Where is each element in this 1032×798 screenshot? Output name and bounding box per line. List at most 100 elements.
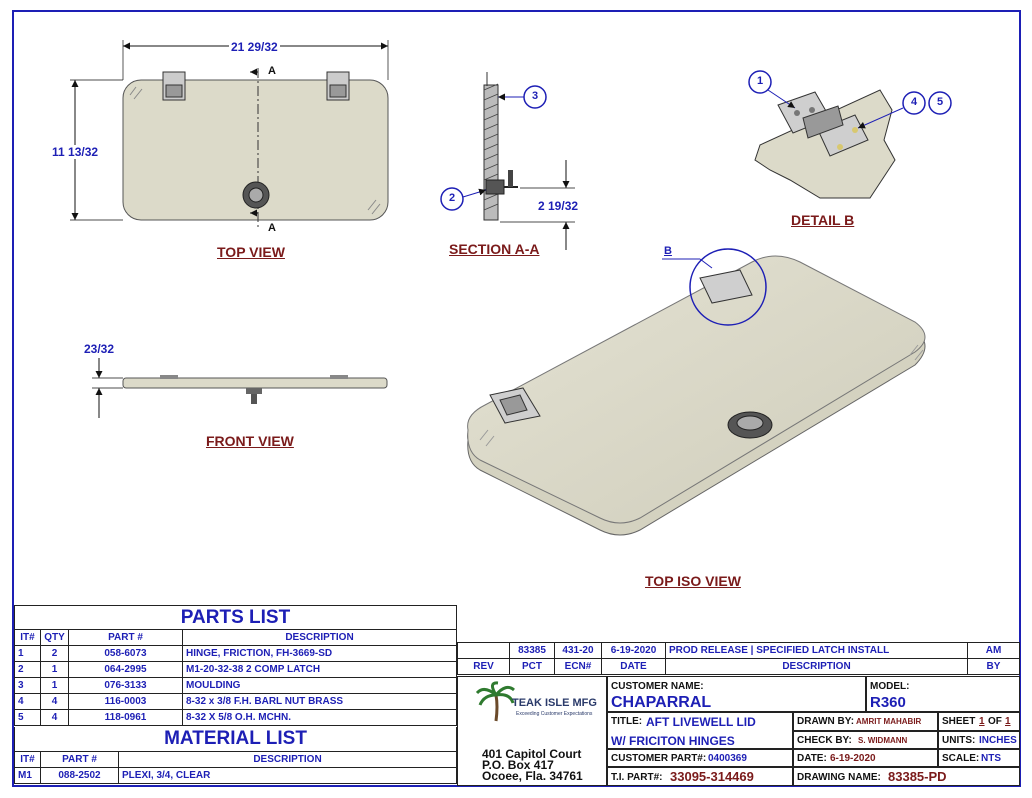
iso-view-title: TOP ISO VIEW — [645, 573, 741, 589]
customer-name-value: CHAPARRAL — [611, 694, 712, 711]
balloon-3: 3 — [532, 90, 539, 102]
table-cell: 8-32 x 3/8 F.H. BARL NUT BRASS — [182, 693, 457, 710]
thickness-dimension: 23/32 — [84, 342, 115, 356]
check-by-value: S. WIDMANN — [858, 736, 908, 745]
date-label: DATE: — [797, 753, 827, 764]
header-cell: IT# — [14, 629, 41, 646]
customer-name-label: CUSTOMER NAME: — [611, 681, 704, 692]
sheet-label: SHEET — [942, 716, 976, 727]
iso-view-drawing — [467, 248, 926, 536]
date-value: 6-19-2020 — [830, 753, 876, 764]
check-by-cell: CHECK BY: S. WIDMANN — [793, 731, 938, 749]
sheet-of: OF — [988, 716, 1002, 727]
table-cell: 4 — [14, 693, 41, 710]
table-cell: 2 — [40, 645, 69, 662]
header-cell: BY — [967, 658, 1020, 675]
header-cell: ECN# — [554, 658, 602, 675]
date-cell: DATE: 6-19-2020 — [793, 749, 938, 767]
ti-part-cell: T.I. PART#: 33095-314469 — [607, 767, 793, 786]
table-cell: AM — [967, 642, 1020, 659]
table-cell: 83385 — [509, 642, 555, 659]
units-label: UNITS: — [942, 735, 976, 746]
parts-list-title: PARTS LIST — [14, 605, 457, 629]
units-value: INCHES — [979, 735, 1017, 746]
section-view-title: SECTION A-A — [449, 241, 540, 257]
balloon-1: 1 — [757, 75, 764, 87]
drawn-by-value: AMRIT MAHABIR — [856, 717, 922, 726]
section-mark-top: A — [268, 65, 276, 77]
table-cell: 088-2502 — [40, 767, 119, 784]
address-line-1: 401 Capitol Court — [482, 747, 582, 761]
table-row: 83385 431-20 6-19-2020 PROD RELEASE | SP… — [457, 642, 1020, 659]
ti-part-label: T.I. PART#: — [611, 772, 663, 783]
header-cell: PART # — [40, 751, 119, 768]
header-cell: DESCRIPTION — [118, 751, 457, 768]
table-cell: 4 — [40, 693, 69, 710]
sheet-cell: SHEET 1 OF 1 — [938, 712, 1020, 731]
width-dimension: 21 29/32 — [229, 40, 280, 54]
sheet-number: 1 — [979, 716, 985, 727]
title-label: TITLE: — [611, 716, 643, 727]
header-cell: DESCRIPTION — [665, 658, 968, 675]
table-cell: M1-20-32-38 2 COMP LATCH — [182, 661, 457, 678]
units-cell: UNITS: INCHES — [938, 731, 1020, 749]
table-row: 3 1 076-3133 MOULDING — [14, 677, 457, 694]
header-cell: QTY — [40, 629, 69, 646]
header-cell: DATE — [601, 658, 666, 675]
model-label: MODEL: — [870, 681, 910, 692]
balloon-2: 2 — [449, 192, 456, 204]
address-line-2: P.O. Box 417 — [482, 758, 554, 772]
detail-mark: B — [664, 245, 672, 257]
table-row: 1 2 058-6073 HINGE, FRICTION, FH-3669-SD — [14, 645, 457, 662]
table-cell: 116-0003 — [68, 693, 183, 710]
table-cell: 431-20 — [554, 642, 602, 659]
header-cell: IT# — [14, 751, 41, 768]
table-cell: M1 — [14, 767, 41, 784]
table-cell: 064-2995 — [68, 661, 183, 678]
table-cell: 076-3133 — [68, 677, 183, 694]
customer-name-cell: CUSTOMER NAME: CHAPARRAL — [607, 676, 866, 712]
check-by-label: CHECK BY: — [797, 735, 852, 746]
table-row: 5 4 118-0961 8-32 X 5/8 O.H. MCHN. — [14, 709, 457, 726]
top-view-title: TOP VIEW — [217, 244, 285, 260]
header-cell: PART # — [68, 629, 183, 646]
top-view-drawing — [70, 40, 389, 228]
material-list-title: MATERIAL LIST — [14, 727, 457, 751]
model-value: R360 — [870, 694, 906, 711]
model-cell: MODEL: R360 — [866, 676, 1020, 712]
detail-view-drawing — [748, 70, 952, 199]
parts-list-header: IT# QTY PART # DESCRIPTION — [14, 629, 457, 646]
table-cell: 8-32 X 5/8 O.H. MCHN. — [182, 709, 457, 726]
table-row: 2 1 064-2995 M1-20-32-38 2 COMP LATCH — [14, 661, 457, 678]
drawing-name-label: DRAWING NAME: — [797, 772, 881, 783]
parts-list-table: IT# QTY PART # DESCRIPTION 1 2 058-6073 … — [14, 629, 457, 726]
balloon-4: 4 — [911, 96, 918, 108]
drawn-by-label: DRAWN BY: — [797, 716, 855, 727]
front-view-drawing — [92, 358, 388, 418]
balloon-5: 5 — [937, 96, 944, 108]
drawn-by-cell: DRAWN BY: AMRIT MAHABIR — [793, 712, 938, 731]
table-cell: 5 — [14, 709, 41, 726]
table-cell: 058-6073 — [68, 645, 183, 662]
table-cell: PROD RELEASE | SPECIFIED LATCH INSTALL — [665, 642, 968, 659]
drawing-name-value: 83385-PD — [888, 769, 947, 784]
scale-value: NTS — [981, 753, 1001, 764]
scale-label: SCALE: — [942, 753, 980, 764]
detail-view-title: DETAIL B — [791, 212, 855, 228]
material-list-table: IT# PART # DESCRIPTION M1 088-2502 PLEXI… — [14, 751, 457, 784]
ti-part-value: 33095-314469 — [670, 769, 754, 784]
company-tagline: Exceeding Customer Expectations — [516, 711, 593, 717]
table-cell: MOULDING — [182, 677, 457, 694]
table-cell: 2 — [14, 661, 41, 678]
table-cell: PLEXI, 3/4, CLEAR — [118, 767, 457, 784]
customer-part-label: CUSTOMER PART#: — [611, 753, 707, 764]
customer-part-value: 0400369 — [708, 753, 747, 764]
table-cell: 1 — [40, 677, 69, 694]
table-cell: 3 — [14, 677, 41, 694]
address-line-3: Ocoee, Fla. 34761 — [482, 769, 583, 783]
title-line-1: AFT LIVEWELL LID — [646, 715, 756, 729]
latch-depth-dimension: 2 19/32 — [538, 199, 579, 213]
title-line-2: W/ FRICITON HINGES — [611, 734, 735, 748]
header-cell: DESCRIPTION — [182, 629, 457, 646]
